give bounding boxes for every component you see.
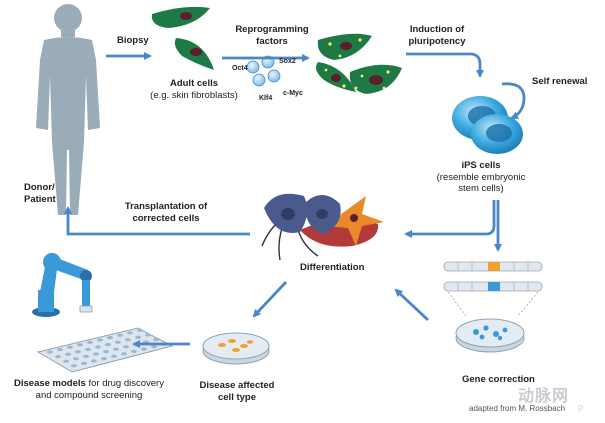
reprogramming-line2: factors: [256, 35, 288, 47]
arrow-transplantation: [64, 206, 250, 236]
credit-text: adapted from M. Rossbach: [469, 404, 566, 413]
plate-well: [81, 361, 87, 365]
disease-models-line2: and compound screening: [35, 389, 143, 401]
plate-well: [93, 352, 99, 356]
plate-well: [145, 333, 151, 337]
arrow-induction: [406, 52, 484, 78]
disease-cell-type-line1: Disease affected: [199, 380, 275, 391]
self-renewal-label: Self renewal: [532, 76, 588, 87]
plate-well: [47, 350, 53, 354]
factor-cmyc-label: c-Myc: [283, 90, 303, 97]
reprogramming-line1: Reprogramming: [235, 24, 309, 35]
differentiation-label: Differentiation: [300, 262, 365, 273]
differentiated-cells-icon: [261, 193, 384, 261]
plate-well: [125, 338, 131, 342]
well-plate-icon: [36, 327, 174, 373]
plate-well: [67, 345, 73, 349]
plate-well: [105, 343, 111, 347]
ips-cells-title: iPS cells: [461, 160, 501, 171]
plate-well: [115, 340, 121, 344]
disease-models-rest: for drug discovery: [85, 378, 164, 389]
plate-well: [117, 333, 123, 337]
factor-sox2-label: Sox2: [279, 58, 296, 65]
plate-well: [87, 340, 93, 344]
transplantation-line2: corrected cells: [132, 212, 200, 224]
plate-well: [153, 338, 159, 342]
factor-klf4-label: Klf4: [259, 95, 273, 102]
plate-well: [73, 357, 79, 361]
donor-label-line1: Donor/: [24, 182, 55, 193]
transplantation-line1: Transplantation of: [124, 201, 208, 212]
plate-well: [111, 354, 117, 358]
donor-label: Donor/Patient: [24, 182, 56, 205]
plate-well: [83, 354, 89, 358]
reprogramming-cells-icon: [316, 33, 402, 94]
ips-cells-sub-line1: (resemble embryonic: [436, 171, 526, 183]
plate-well: [63, 359, 69, 363]
plate-well: [107, 336, 113, 340]
watermark-logo: 动脉网: [518, 388, 570, 405]
arrow-differentiation-to-cell-type: [252, 281, 288, 318]
watermark-sub: p: [578, 402, 584, 412]
ips-cells-label: iPS cells (resemble embryonic stem cells…: [420, 160, 542, 195]
petri-dish-icon: [455, 318, 525, 353]
plate-well: [55, 355, 61, 359]
disease-models-label: Disease models for drug discovery and co…: [2, 378, 176, 401]
plate-well: [131, 349, 137, 353]
plate-well: [75, 350, 81, 354]
plate-well: [137, 328, 143, 332]
arrow-gene-correction-to-differentiation: [394, 288, 429, 322]
plate-well: [77, 343, 83, 347]
arrow-self-renewal: [501, 82, 526, 120]
plate-well: [101, 357, 107, 361]
plate-well: [57, 348, 63, 352]
plate-well: [97, 338, 103, 342]
disease-dish-icon: [202, 332, 270, 365]
plate-well: [141, 347, 147, 351]
plate-well: [151, 345, 157, 349]
ips-cell-icon: [452, 96, 523, 154]
plate-well: [85, 347, 91, 351]
adult-cells-label: Adult cells (e.g. skin fibroblasts): [138, 78, 250, 101]
plate-well: [95, 345, 101, 349]
plate-well: [103, 350, 109, 354]
ips-cells-sub-line2: stem cells): [458, 183, 504, 194]
factor-oct4-label: Oct4: [232, 65, 248, 72]
plate-well: [91, 359, 97, 363]
robot-arm-icon: [32, 253, 93, 317]
human-silhouette-icon: [36, 4, 100, 215]
plate-well: [135, 335, 141, 339]
plate-well: [127, 331, 133, 335]
adult-cells-subtitle: (e.g. skin fibroblasts): [150, 89, 238, 101]
plate-well: [65, 352, 71, 356]
disease-models-bold: Disease models: [14, 378, 86, 389]
induction-line1: Induction of: [409, 24, 465, 35]
process-arrows: [64, 52, 526, 348]
plate-well: [123, 345, 129, 349]
biopsy-label: Biopsy: [117, 35, 149, 46]
chromosome-icon: [443, 261, 543, 317]
adult-cells-title: Adult cells: [169, 78, 219, 89]
plate-well: [113, 347, 119, 351]
disease-cell-type-line2: cell type: [217, 391, 257, 403]
plate-well: [121, 352, 127, 356]
gene-correction-label: Gene correction: [462, 374, 535, 385]
transcription-factor-icon: [246, 55, 281, 87]
donor-label-line2: Patient: [24, 193, 56, 205]
plate-well: [71, 364, 77, 368]
induction-line2: pluripotency: [408, 35, 466, 47]
fibroblast-cell-icon: [151, 6, 214, 70]
arrow-ips-to-differentiation: [404, 200, 496, 238]
